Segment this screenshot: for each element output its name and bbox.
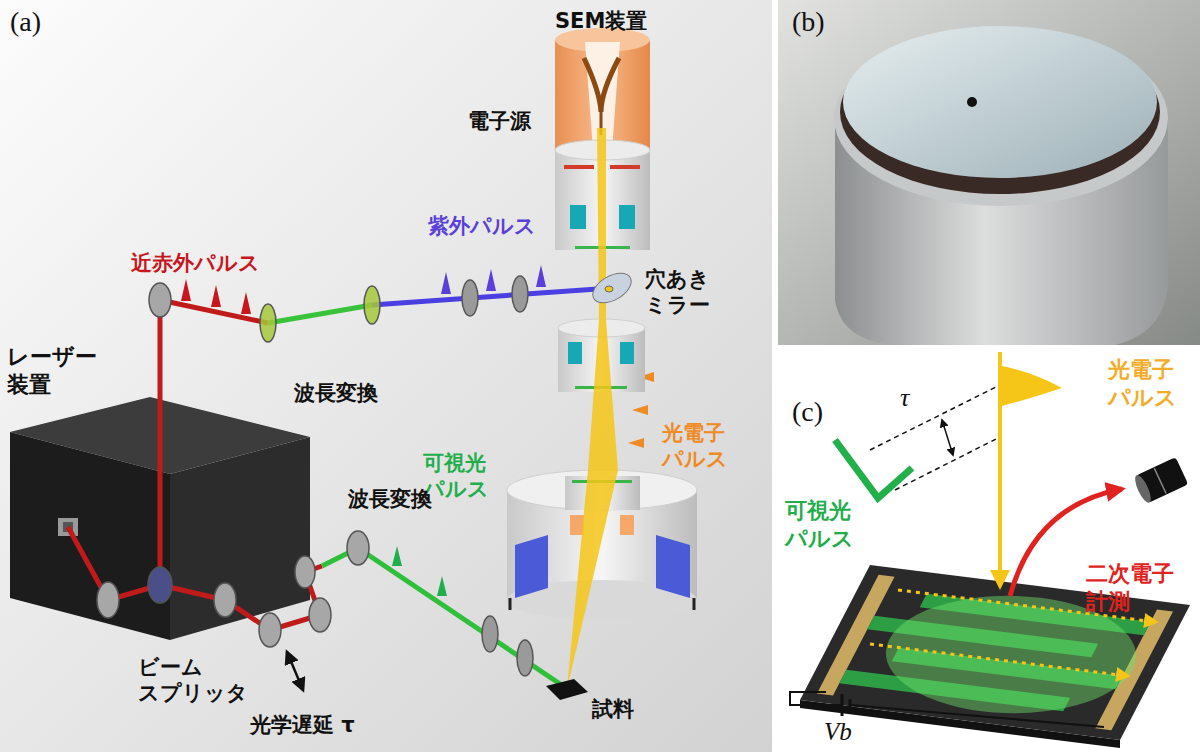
lens-coil xyxy=(619,205,635,229)
uv-pulse xyxy=(486,269,496,291)
battery-plate xyxy=(841,694,844,716)
sample-title: 試料 xyxy=(590,694,636,725)
nir-pulse xyxy=(181,279,191,301)
pulse-name: 紫外パルス xyxy=(428,213,536,239)
panel-b-photo xyxy=(778,0,1200,345)
converter-crystal xyxy=(260,304,276,342)
lens xyxy=(482,616,498,652)
panel-letter: (a) xyxy=(10,4,41,39)
chip-top xyxy=(800,565,1190,740)
detector-ring xyxy=(1154,468,1166,493)
sem-column xyxy=(507,28,697,689)
mirror xyxy=(295,556,315,588)
lens-coil xyxy=(620,342,634,364)
mirror xyxy=(347,531,369,565)
part-name: 光学遅延 τ xyxy=(250,712,355,738)
node-text: レーザー 装置 xyxy=(7,343,97,398)
mirror-hole xyxy=(605,286,613,292)
part-name: 穴あき ミラー xyxy=(645,266,710,319)
uv-pulse xyxy=(536,265,546,287)
instrument-title: SEM装置 xyxy=(553,6,650,37)
lens xyxy=(517,640,533,676)
carrier-path xyxy=(870,644,1128,676)
electrode-plate xyxy=(564,165,594,169)
device-chip xyxy=(800,565,1190,748)
delay-guide xyxy=(895,438,998,490)
optics xyxy=(97,276,533,676)
electron-beam xyxy=(998,352,1002,586)
visible-pulse xyxy=(392,546,402,566)
lens-coil xyxy=(570,515,584,535)
lens xyxy=(512,276,528,312)
mirror-hole xyxy=(967,97,977,107)
electron-pulse xyxy=(632,405,648,415)
wire xyxy=(850,705,1104,727)
panel-letter: (b) xyxy=(792,4,825,39)
device-title: レーザー 装置 xyxy=(5,341,99,400)
delay-guide xyxy=(870,386,998,450)
housing-edge xyxy=(509,598,512,610)
part-name: 電子源 xyxy=(468,108,531,134)
green-beam-upper xyxy=(268,305,372,323)
electrode-plate xyxy=(610,165,640,169)
measurement-name: 二次電子 計測 xyxy=(1086,560,1174,615)
mirror xyxy=(97,582,119,618)
voltage-symbol: Vb xyxy=(824,716,852,747)
delay-arrow xyxy=(942,420,953,455)
panel-c-ground xyxy=(778,350,1200,752)
delay-symbol: τ xyxy=(900,382,909,415)
wire xyxy=(790,692,842,705)
pulse-name: 可視光 パルス xyxy=(785,497,854,552)
node-text: 試料 xyxy=(592,696,634,722)
visible-pulse xyxy=(437,576,447,596)
housing-edge xyxy=(693,598,696,610)
holed-mirror xyxy=(588,267,636,309)
mirror xyxy=(309,598,331,632)
lens-coil xyxy=(620,515,634,535)
delay-arrow xyxy=(287,652,303,690)
electron-beam xyxy=(567,128,618,689)
laser-front xyxy=(10,432,170,640)
mirror xyxy=(149,283,171,317)
detector-plate xyxy=(515,535,548,598)
lens-coil xyxy=(568,342,582,364)
pulse-name: 光電子 パルス xyxy=(1108,356,1177,411)
part-name: 波長変換 xyxy=(348,486,432,512)
electron-pulse xyxy=(628,438,644,448)
electron-detector xyxy=(1132,457,1188,504)
panel-a-ground xyxy=(0,0,772,752)
pulse-name: 光電子 パルス xyxy=(662,420,728,473)
node-text: SEM装置 xyxy=(555,8,647,34)
nir-pulse xyxy=(241,292,251,314)
electron-pulse xyxy=(1002,366,1062,406)
pulse-name: 可視光 パルス xyxy=(423,450,489,503)
pulse-name: 近赤外パルス xyxy=(131,250,260,276)
nir-beam xyxy=(68,300,268,600)
mirror-face xyxy=(843,26,1157,178)
panel-letter: (c) xyxy=(792,394,823,429)
detector-face xyxy=(1132,473,1154,504)
chip-substrate xyxy=(800,565,1190,740)
part-name: ビーム スプリッタ xyxy=(138,654,248,707)
part-name: 波長変換 xyxy=(294,380,378,406)
converter-crystal xyxy=(364,286,380,324)
nir-pulse xyxy=(211,285,221,307)
filament xyxy=(584,58,619,112)
mirror xyxy=(259,613,281,647)
detector-plate xyxy=(656,535,690,598)
mirror xyxy=(214,583,236,617)
beam-splitter xyxy=(148,567,172,603)
sample-chip xyxy=(546,679,588,700)
mirror-holder-photo xyxy=(834,26,1168,345)
lens xyxy=(462,280,478,316)
lens-coil xyxy=(570,205,586,229)
uv-pulse xyxy=(441,272,451,294)
